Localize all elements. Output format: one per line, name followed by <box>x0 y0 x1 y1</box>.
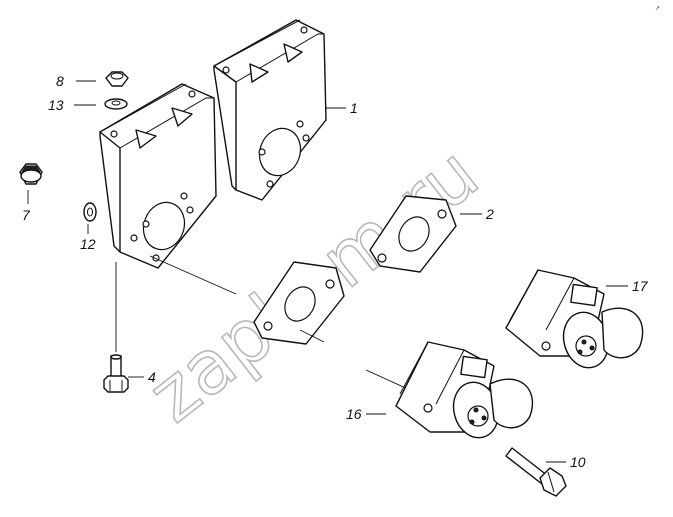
center-line-c <box>365 369 411 391</box>
center-line-b <box>299 329 325 343</box>
washer-left-part <box>83 202 97 222</box>
callout-label-8: 8 <box>56 73 64 89</box>
socket-rear-part <box>505 269 644 369</box>
callout-label-12: 12 <box>80 236 96 252</box>
callout-label-7: 7 <box>22 207 31 223</box>
callout-label-13: 13 <box>48 97 64 113</box>
callout-label-1: 1 <box>350 100 358 116</box>
gasket-right-part <box>369 195 457 273</box>
washer-top-part <box>104 98 128 110</box>
callout-label-4: 4 <box>148 369 156 385</box>
callout-label-16: 16 <box>346 406 362 422</box>
bracket-front-part <box>99 83 217 269</box>
bolt-long-part <box>505 447 567 497</box>
nut-top-part <box>105 71 129 87</box>
callout-label-17: 17 <box>632 278 649 294</box>
socket-front-part <box>395 341 534 439</box>
corner-mark: ↗ <box>655 5 660 12</box>
center-line-a <box>149 255 237 295</box>
callout-label-10: 10 <box>570 454 586 470</box>
bolt-long-vertical-part <box>103 354 129 393</box>
gasket-left-part <box>253 261 345 345</box>
nut-flange-part <box>19 163 43 185</box>
bracket-rear-part <box>213 19 327 201</box>
callout-label-2: 2 <box>485 206 494 222</box>
